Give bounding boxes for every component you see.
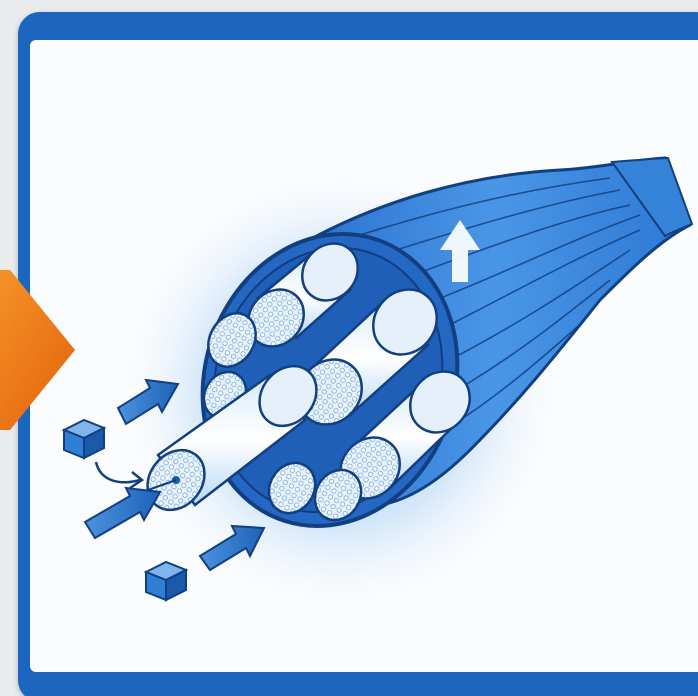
diagram-stage [0,0,698,696]
muscle-fiber-illustration [0,0,698,696]
